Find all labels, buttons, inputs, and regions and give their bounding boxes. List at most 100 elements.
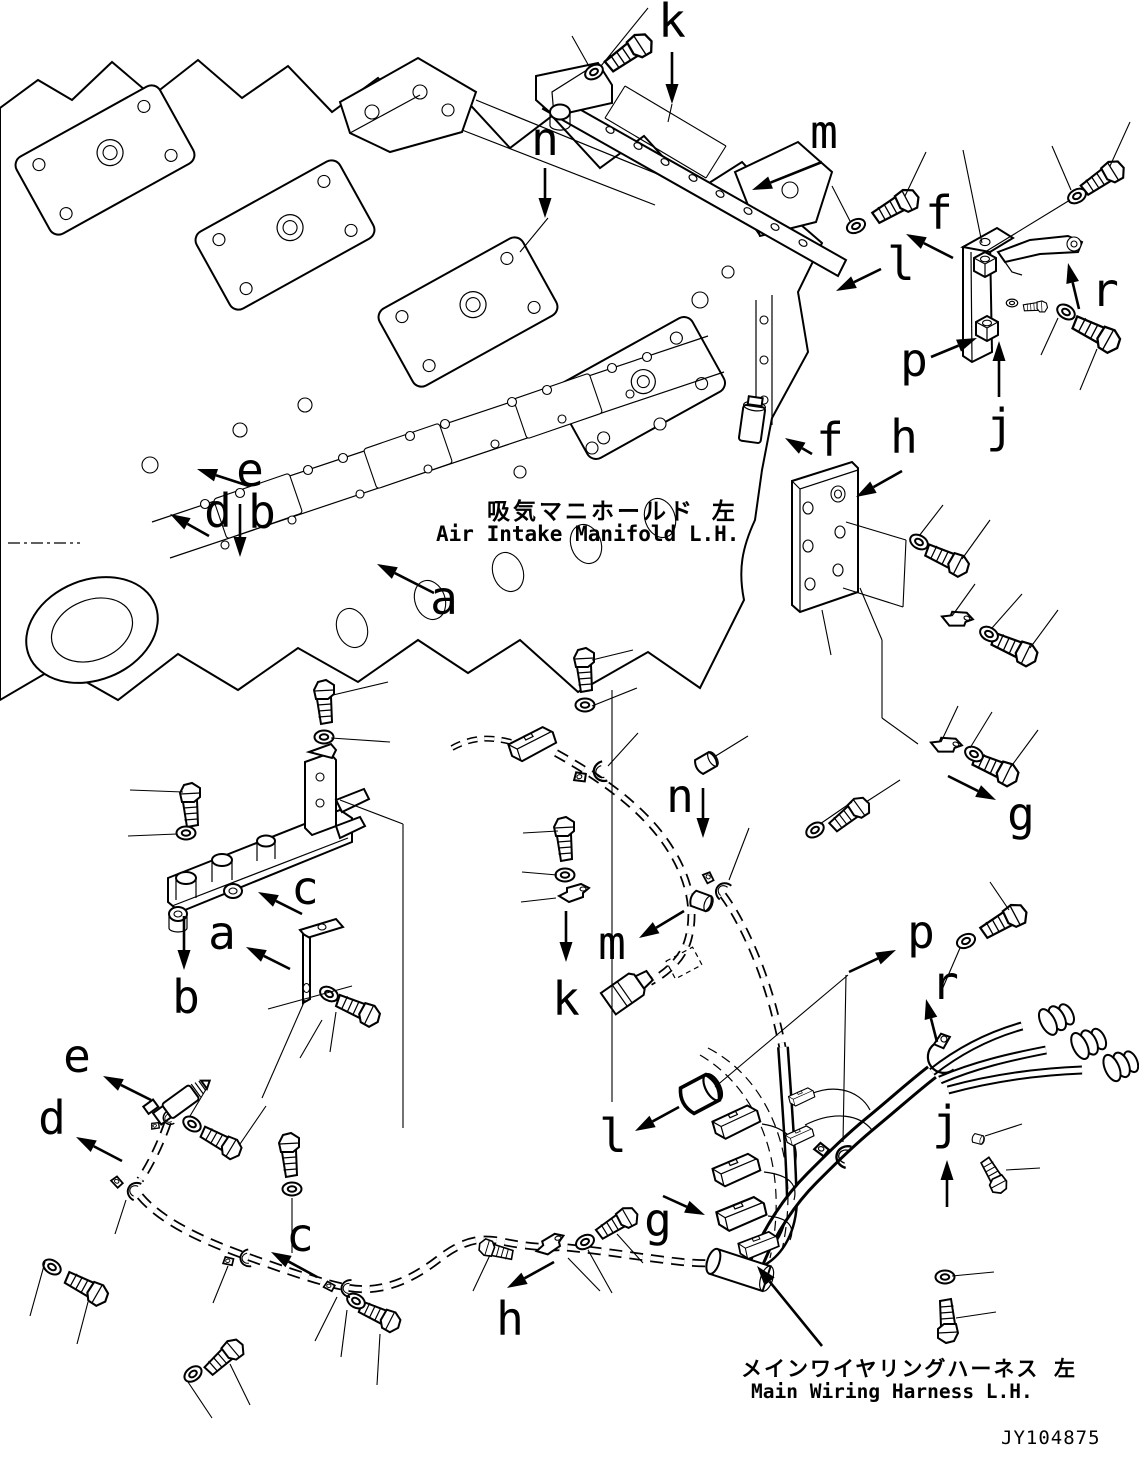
callout-r: r bbox=[931, 956, 959, 1011]
spacer-bushing bbox=[687, 888, 717, 914]
leader-line bbox=[984, 199, 1071, 253]
leader-line bbox=[267, 985, 353, 1010]
callout-arrowhead bbox=[696, 818, 710, 838]
callout-arrowhead bbox=[258, 892, 279, 907]
callout-a: a bbox=[208, 906, 236, 961]
leader-line bbox=[961, 519, 991, 560]
callout-n: n bbox=[666, 769, 694, 824]
callout-arrowhead bbox=[956, 338, 977, 352]
leader-line bbox=[845, 521, 907, 541]
solenoid-part bbox=[737, 395, 767, 444]
callout-arrow-shaft bbox=[93, 1145, 123, 1163]
washer bbox=[574, 697, 596, 713]
leader-line bbox=[989, 881, 1010, 911]
callout-g: g bbox=[1007, 787, 1035, 842]
leader-line bbox=[984, 1123, 1023, 1137]
bolt bbox=[199, 1334, 249, 1379]
callout-arrow-shaft bbox=[1071, 282, 1081, 310]
bolt bbox=[278, 1132, 300, 1178]
callout-b: b bbox=[248, 485, 276, 540]
callout-arrow-shaft bbox=[770, 160, 823, 184]
leader-line bbox=[951, 583, 976, 617]
leader-line bbox=[239, 1105, 267, 1145]
leader-line bbox=[951, 1271, 995, 1277]
callout-j: j bbox=[932, 1096, 960, 1151]
harness-connector bbox=[713, 1194, 770, 1234]
wire-clamp bbox=[106, 1170, 143, 1202]
callout-arrow-shaft bbox=[523, 1260, 555, 1280]
callout-arrowhead bbox=[875, 950, 896, 965]
washer bbox=[313, 729, 335, 745]
callout-arrow-shaft bbox=[394, 571, 435, 595]
harness-plug bbox=[599, 963, 658, 1016]
leader-line bbox=[376, 1333, 381, 1386]
callout-arrowhead bbox=[170, 514, 191, 530]
leader-line bbox=[604, 117, 707, 179]
spacer-bushing bbox=[691, 749, 722, 777]
leader-line bbox=[340, 1309, 348, 1358]
callout-arrowhead bbox=[76, 1137, 97, 1153]
connector-outline bbox=[665, 946, 703, 980]
callout-arrow-shaft bbox=[947, 774, 979, 793]
bolt bbox=[937, 1298, 959, 1344]
callout-k: k bbox=[552, 972, 580, 1027]
harness-clamp-large bbox=[926, 1032, 955, 1074]
callout-n: n bbox=[531, 112, 559, 167]
bolt bbox=[196, 1119, 247, 1164]
callout-b: b bbox=[172, 970, 200, 1025]
leader-line bbox=[261, 999, 306, 1099]
leader-line bbox=[1009, 729, 1039, 769]
bolt bbox=[332, 987, 385, 1031]
callout-k: k bbox=[658, 0, 686, 49]
callout-c: c bbox=[291, 861, 319, 916]
callout-arrow-shaft bbox=[186, 522, 210, 538]
right-bracket-assembly bbox=[960, 226, 1084, 364]
callout-arrow-shaft bbox=[662, 1194, 688, 1208]
callout-arrow-shaft bbox=[215, 473, 250, 488]
leader-line bbox=[329, 1011, 337, 1053]
right-plate bbox=[791, 460, 859, 614]
leader-line bbox=[567, 1257, 601, 1292]
leader-line bbox=[604, 85, 626, 119]
sensor bbox=[141, 1079, 212, 1126]
callout-l: l bbox=[887, 237, 915, 292]
leader-line bbox=[904, 151, 927, 197]
callout-e: e bbox=[236, 443, 264, 498]
leader-line bbox=[520, 897, 557, 903]
leader-line bbox=[212, 1265, 229, 1304]
leader-line bbox=[714, 974, 849, 1088]
callout-arrowhead bbox=[246, 947, 267, 962]
leader-line bbox=[955, 1311, 997, 1319]
leader-line bbox=[831, 185, 851, 222]
engine-block-art bbox=[0, 56, 834, 702]
washer bbox=[179, 1112, 205, 1136]
leader-line bbox=[821, 609, 832, 656]
leader-line bbox=[522, 830, 559, 834]
leader-line bbox=[330, 737, 391, 743]
leader-line bbox=[969, 711, 993, 749]
callout-arrowhead bbox=[836, 276, 857, 291]
callout-p: p bbox=[900, 333, 928, 388]
callout-f: f bbox=[925, 186, 953, 241]
bolt bbox=[978, 1154, 1011, 1197]
callout-arrowhead bbox=[233, 537, 247, 557]
standoffs bbox=[175, 834, 276, 900]
callout-arrow-shaft bbox=[923, 241, 954, 260]
callout-arrowhead bbox=[992, 341, 1006, 361]
callout-arrowhead bbox=[639, 922, 660, 938]
callout-arrowhead bbox=[635, 1115, 656, 1131]
leader-line bbox=[705, 145, 727, 179]
bolt bbox=[313, 679, 335, 725]
bolt bbox=[975, 899, 1032, 942]
callout-arrowhead bbox=[559, 942, 573, 962]
callout-m: m bbox=[598, 916, 626, 971]
leader-line bbox=[1029, 609, 1059, 649]
leader-line bbox=[587, 1249, 613, 1294]
callout-arrowhead bbox=[757, 1266, 775, 1286]
callout-d: d bbox=[204, 484, 232, 539]
leader-line bbox=[229, 1363, 251, 1406]
leader-line bbox=[591, 687, 638, 707]
leader-line bbox=[571, 35, 591, 69]
callout-f: f bbox=[816, 413, 844, 468]
callout-arrow-shaft bbox=[120, 1083, 152, 1102]
